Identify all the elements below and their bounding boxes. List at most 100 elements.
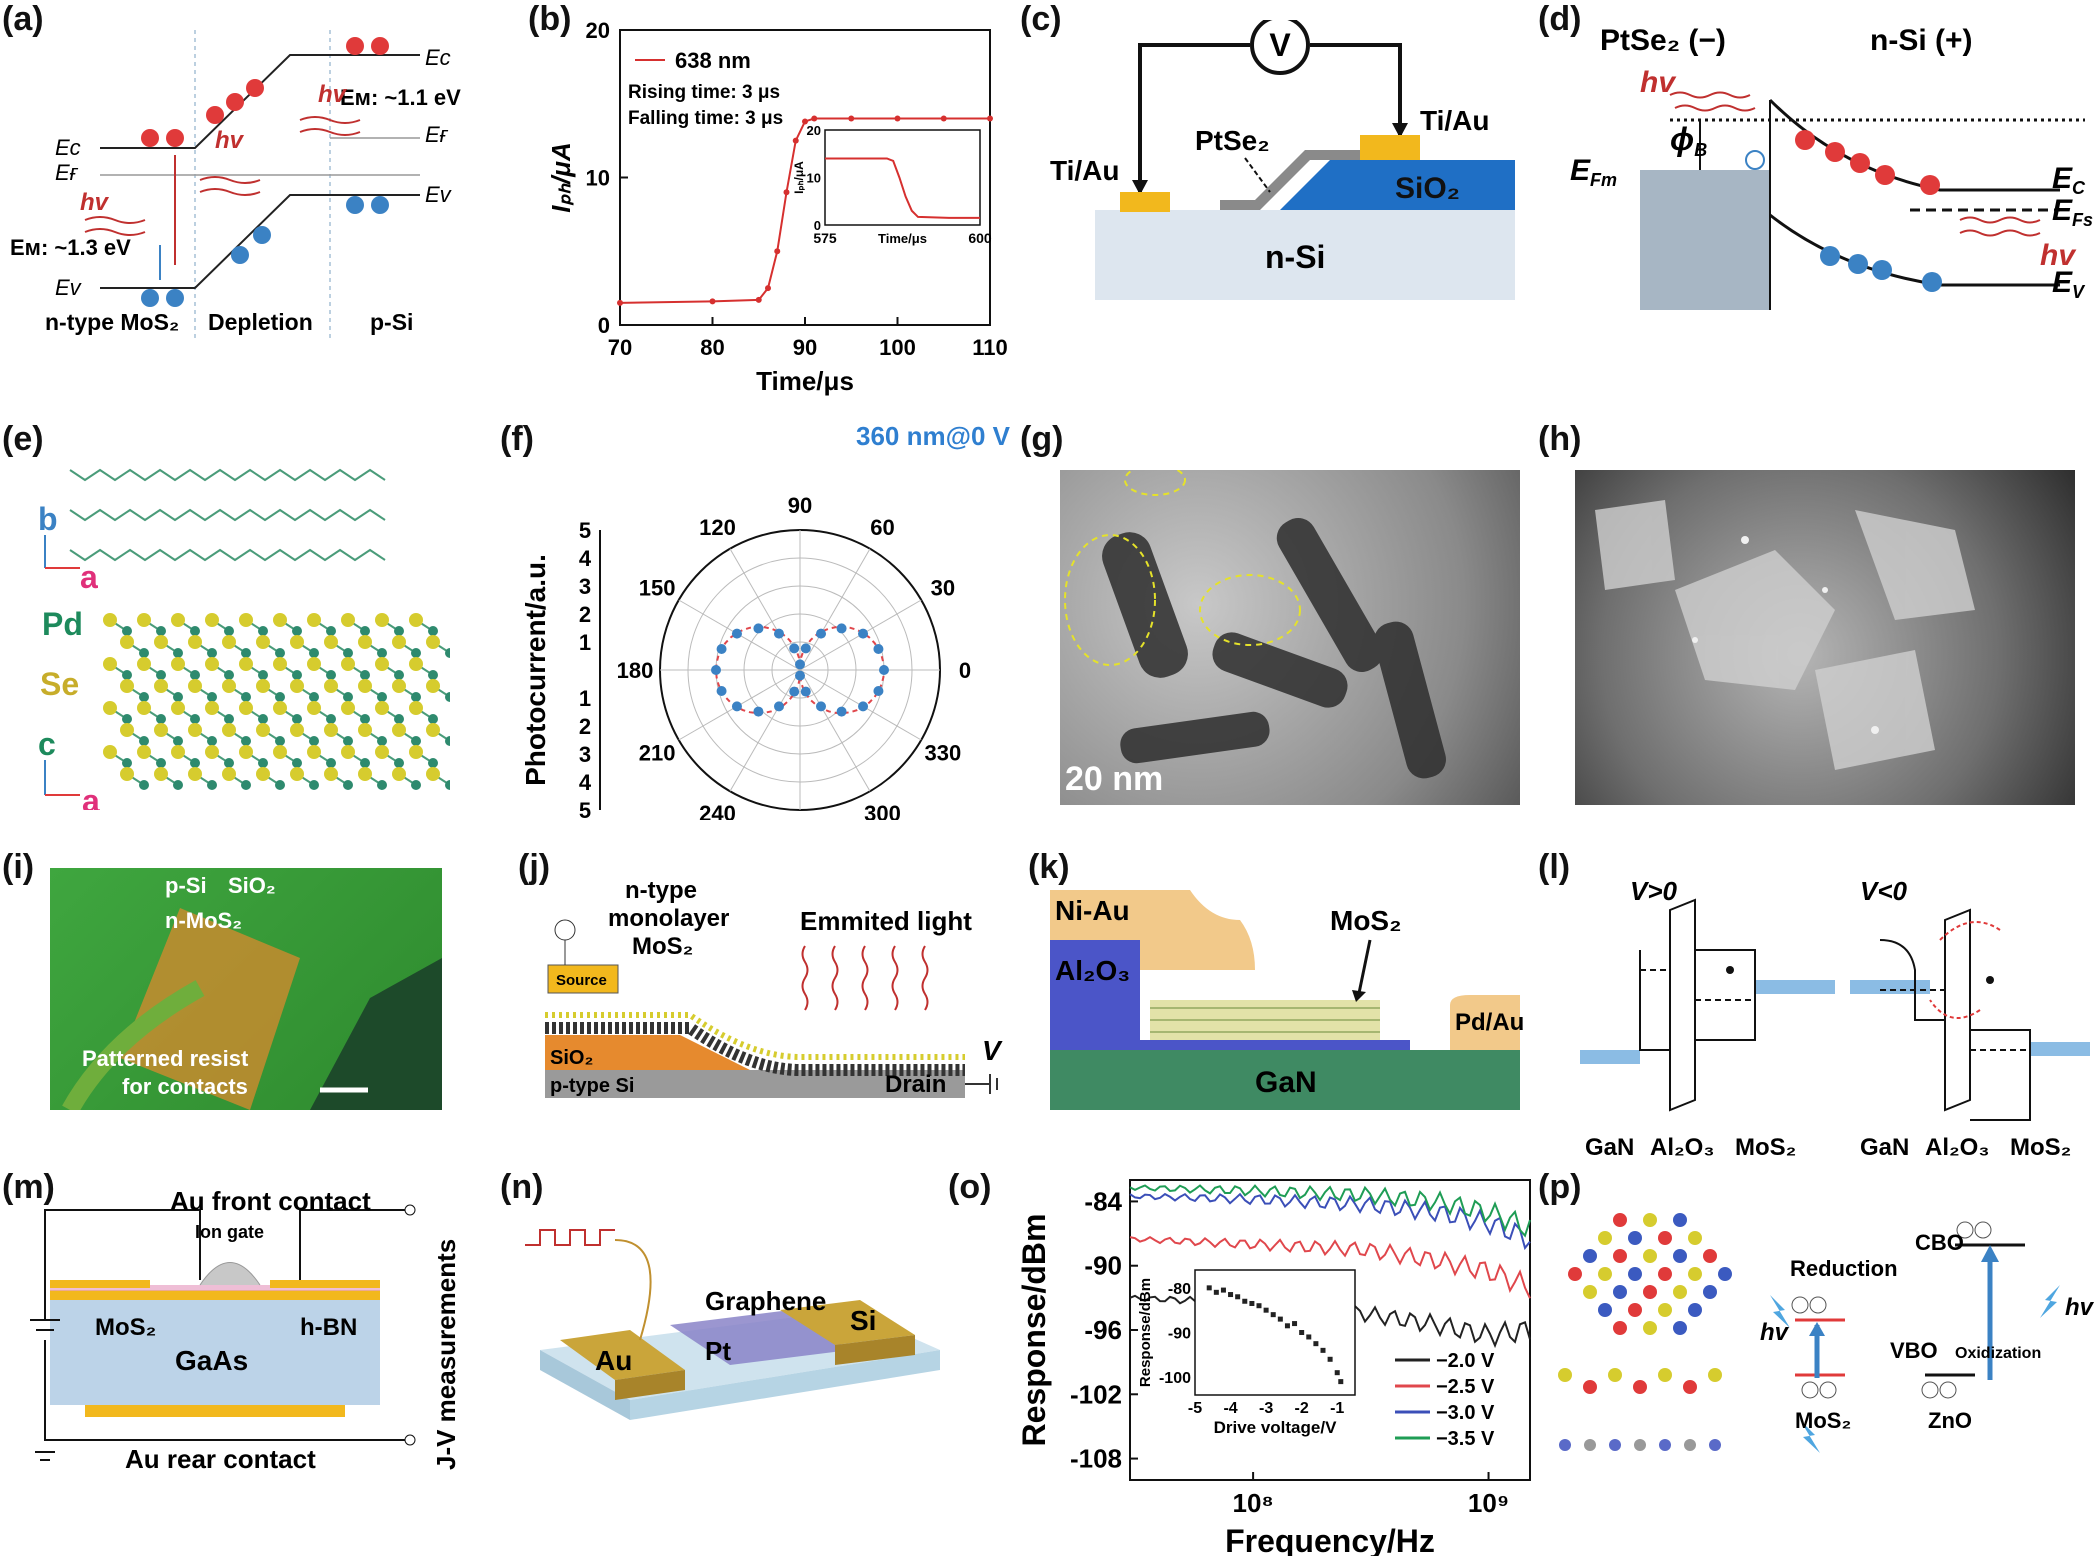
data-point-f [789, 686, 800, 697]
label-hv-a3: hv [318, 81, 348, 108]
label-gaas: GaAs [175, 1345, 248, 1376]
label-au-front: Au front contact [170, 1186, 371, 1216]
inset-point-o [1270, 1312, 1276, 1318]
label-al2o3-l1: Al₂O₃ [1650, 1134, 1714, 1160]
angle-tick-label-f: 90 [788, 493, 812, 518]
label-ef-left: Eғ [55, 160, 79, 185]
label-si-n: Si [850, 1305, 876, 1336]
label-cbo: CBO [1915, 1230, 1964, 1255]
polar-spoke-f [799, 548, 871, 671]
angle-tick-label-f: 180 [617, 658, 654, 683]
inset-x-tick-o: -5 [1188, 1400, 1202, 1417]
panel-label-m: (m) [2, 1168, 55, 1206]
data-point-f [716, 686, 727, 697]
data-point-b [617, 299, 623, 306]
label-j-sio2: SiO₂ [550, 1047, 593, 1069]
angle-tick-label-f: 300 [864, 801, 901, 820]
inset-point-o [1306, 1334, 1312, 1340]
label-tiau-right: Ti/Au [1420, 105, 1489, 136]
series-line-o [1129, 1184, 1531, 1238]
data-point-f [858, 628, 869, 639]
label-patterned-resist: Patterned resist [82, 1046, 249, 1071]
label-ion-gate: Ion gate [195, 1222, 264, 1242]
chart-title-f: 360 nm@0 V [856, 421, 1011, 451]
inset-point-o [1338, 1379, 1344, 1385]
label-sio2-i: SiO₂ [228, 873, 276, 898]
inset-y-tick-o: -100 [1159, 1370, 1191, 1387]
label-eg-left: Eᴍ: ~1.3 eV [10, 235, 131, 260]
data-point-b [783, 189, 790, 196]
label-ev-left: Eᴠ [55, 275, 83, 300]
inset-point-o [1242, 1298, 1248, 1304]
panel-p-photocatalysis: Reduction CBO VBO Oxidization hv hv MoS₂… [1558, 1213, 2095, 1453]
panel-label-n: (n) [500, 1168, 544, 1206]
data-point-b [774, 248, 781, 255]
series-line-o [1129, 1236, 1531, 1299]
inset-y-tick-o: -80 [1168, 1281, 1191, 1298]
label-graphene: Graphene [705, 1286, 826, 1316]
label-p-si-i: p-Si [165, 873, 207, 898]
label-au-n: Au [595, 1345, 632, 1376]
panel-h-sem-image [1575, 470, 2075, 805]
y-axis-label-b: Iₚₕ/μA [546, 142, 576, 213]
label-hv-p1: hv [1760, 1319, 1790, 1346]
data-point-b [894, 115, 901, 122]
label-mos2-l2: MoS₂ [2010, 1134, 2071, 1160]
inset-y-label-b: Iₚₕ/μA [792, 161, 806, 194]
inset-point-o [1249, 1300, 1255, 1306]
label-j-monolayer: monolayer [608, 905, 729, 932]
data-point-b [802, 118, 808, 125]
label-vbo: VBO [1890, 1338, 1938, 1363]
inset-x-tick-o: -2 [1295, 1400, 1309, 1417]
inset-point-o [1284, 1323, 1290, 1329]
label-ntype-mos2: n-type MoS₂ [45, 309, 179, 335]
panel-label-p: (p) [1538, 1168, 1582, 1206]
label-j-mos2: MoS₂ [632, 933, 693, 960]
panel-label-c: (c) [1020, 0, 1062, 38]
label-phi-b: ϕB [1670, 121, 1707, 160]
panel-label-h: (h) [1538, 420, 1582, 458]
label-au-rear: Au rear contact [125, 1444, 316, 1474]
radial-tick-top-f: 5 [579, 518, 591, 543]
data-point-b [709, 298, 716, 305]
data-point-f [731, 701, 742, 712]
inset-point-o [1256, 1303, 1262, 1309]
x-tick-label-b: 100 [879, 335, 916, 360]
label-sio2: SiO₂ [1395, 172, 1460, 205]
panel-label-a: (a) [2, 0, 44, 38]
angle-tick-label-f: 240 [699, 801, 736, 820]
data-point-f [816, 628, 826, 639]
panel-d-band-alignment: PtSe₂ (−) n-Si (+) hv hv ϕB EFm EC EFs E… [1570, 24, 2093, 310]
polar-spoke-f [799, 669, 871, 792]
label-j-psi: p-type Si [550, 1075, 634, 1097]
label-hv-a2: hv [215, 127, 245, 154]
panel-j-led-schematic: n-type monolayer MoS₂ Emmited light Sour… [545, 877, 1003, 1098]
data-point-f [879, 665, 889, 675]
inset-x-tick-o: -1 [1330, 1400, 1344, 1417]
inset-frame-b [824, 129, 981, 226]
legend-label-o: −3.0 V [1436, 1402, 1495, 1424]
data-point-f [716, 643, 727, 654]
axis-a-bottom: a [82, 783, 100, 810]
label-v-positive: V>0 [1630, 876, 1678, 906]
data-point-f [873, 686, 884, 697]
angle-tick-label-f: 210 [639, 741, 676, 766]
panel-m-solar-cell-schematic: Au front contact Ion gate MoS₂ h-BN GaAs… [30, 1186, 461, 1474]
panel-label-f: (f) [500, 420, 534, 458]
inset-point-o [1263, 1307, 1269, 1313]
angle-tick-label-f: 60 [870, 515, 894, 540]
label-source: Source [556, 972, 607, 989]
label-se: Se [40, 666, 79, 702]
panel-label-g: (g) [1020, 420, 1064, 458]
panel-label-l: (l) [1538, 848, 1571, 886]
inset-x-tick-b: 600 [968, 230, 992, 246]
inset-x-label-b: Time/μs [878, 231, 927, 246]
y-tick-label-b: 20 [586, 20, 610, 43]
x-tick-label-b: 110 [972, 335, 1008, 360]
panel-c-device-schematic: V Ti/Au Ti/Au PtSe₂ SiO₂ n-Si [1050, 20, 1515, 300]
annotation-rising-b: Rising time: 3 μs [628, 82, 780, 103]
angle-tick-label-f: 330 [925, 741, 962, 766]
label-j-v: V [982, 1035, 1003, 1066]
label-mos2-l1: MoS₂ [1735, 1134, 1796, 1160]
